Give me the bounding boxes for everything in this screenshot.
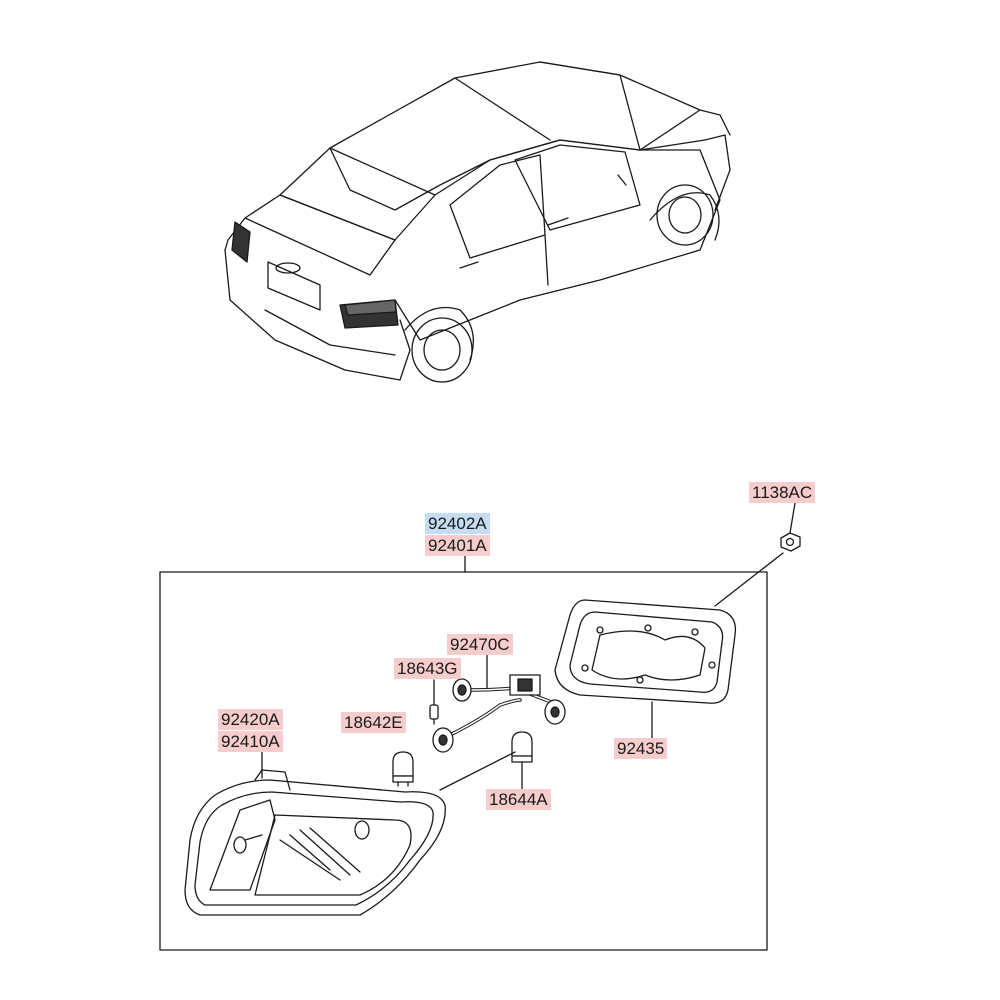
part-label-92402a: 92402A bbox=[425, 513, 490, 534]
nut-part bbox=[714, 502, 801, 607]
part-label-1138ac: 1138AC bbox=[749, 482, 816, 503]
part-label-92435: 92435 bbox=[614, 738, 668, 759]
part-label-92401a: 92401A bbox=[425, 535, 490, 556]
part-label-18642e: 18642E bbox=[341, 712, 406, 733]
assembly-box bbox=[159, 571, 768, 951]
part-label-18644a: 18644A bbox=[486, 789, 551, 810]
part-label-92410a: 92410A bbox=[218, 731, 283, 752]
gasket-part bbox=[554, 599, 737, 739]
bulb-18642e bbox=[392, 751, 414, 787]
part-label-92470c: 92470C bbox=[447, 634, 513, 655]
car-illustration bbox=[224, 61, 731, 383]
wiring-harness bbox=[432, 654, 566, 753]
bulb-18643g bbox=[429, 679, 439, 725]
part-label-92420a: 92420A bbox=[218, 709, 283, 730]
part-label-18643g: 18643G bbox=[394, 658, 461, 679]
bulb-18644a bbox=[439, 731, 533, 791]
tail-lamp-housing bbox=[184, 751, 446, 916]
